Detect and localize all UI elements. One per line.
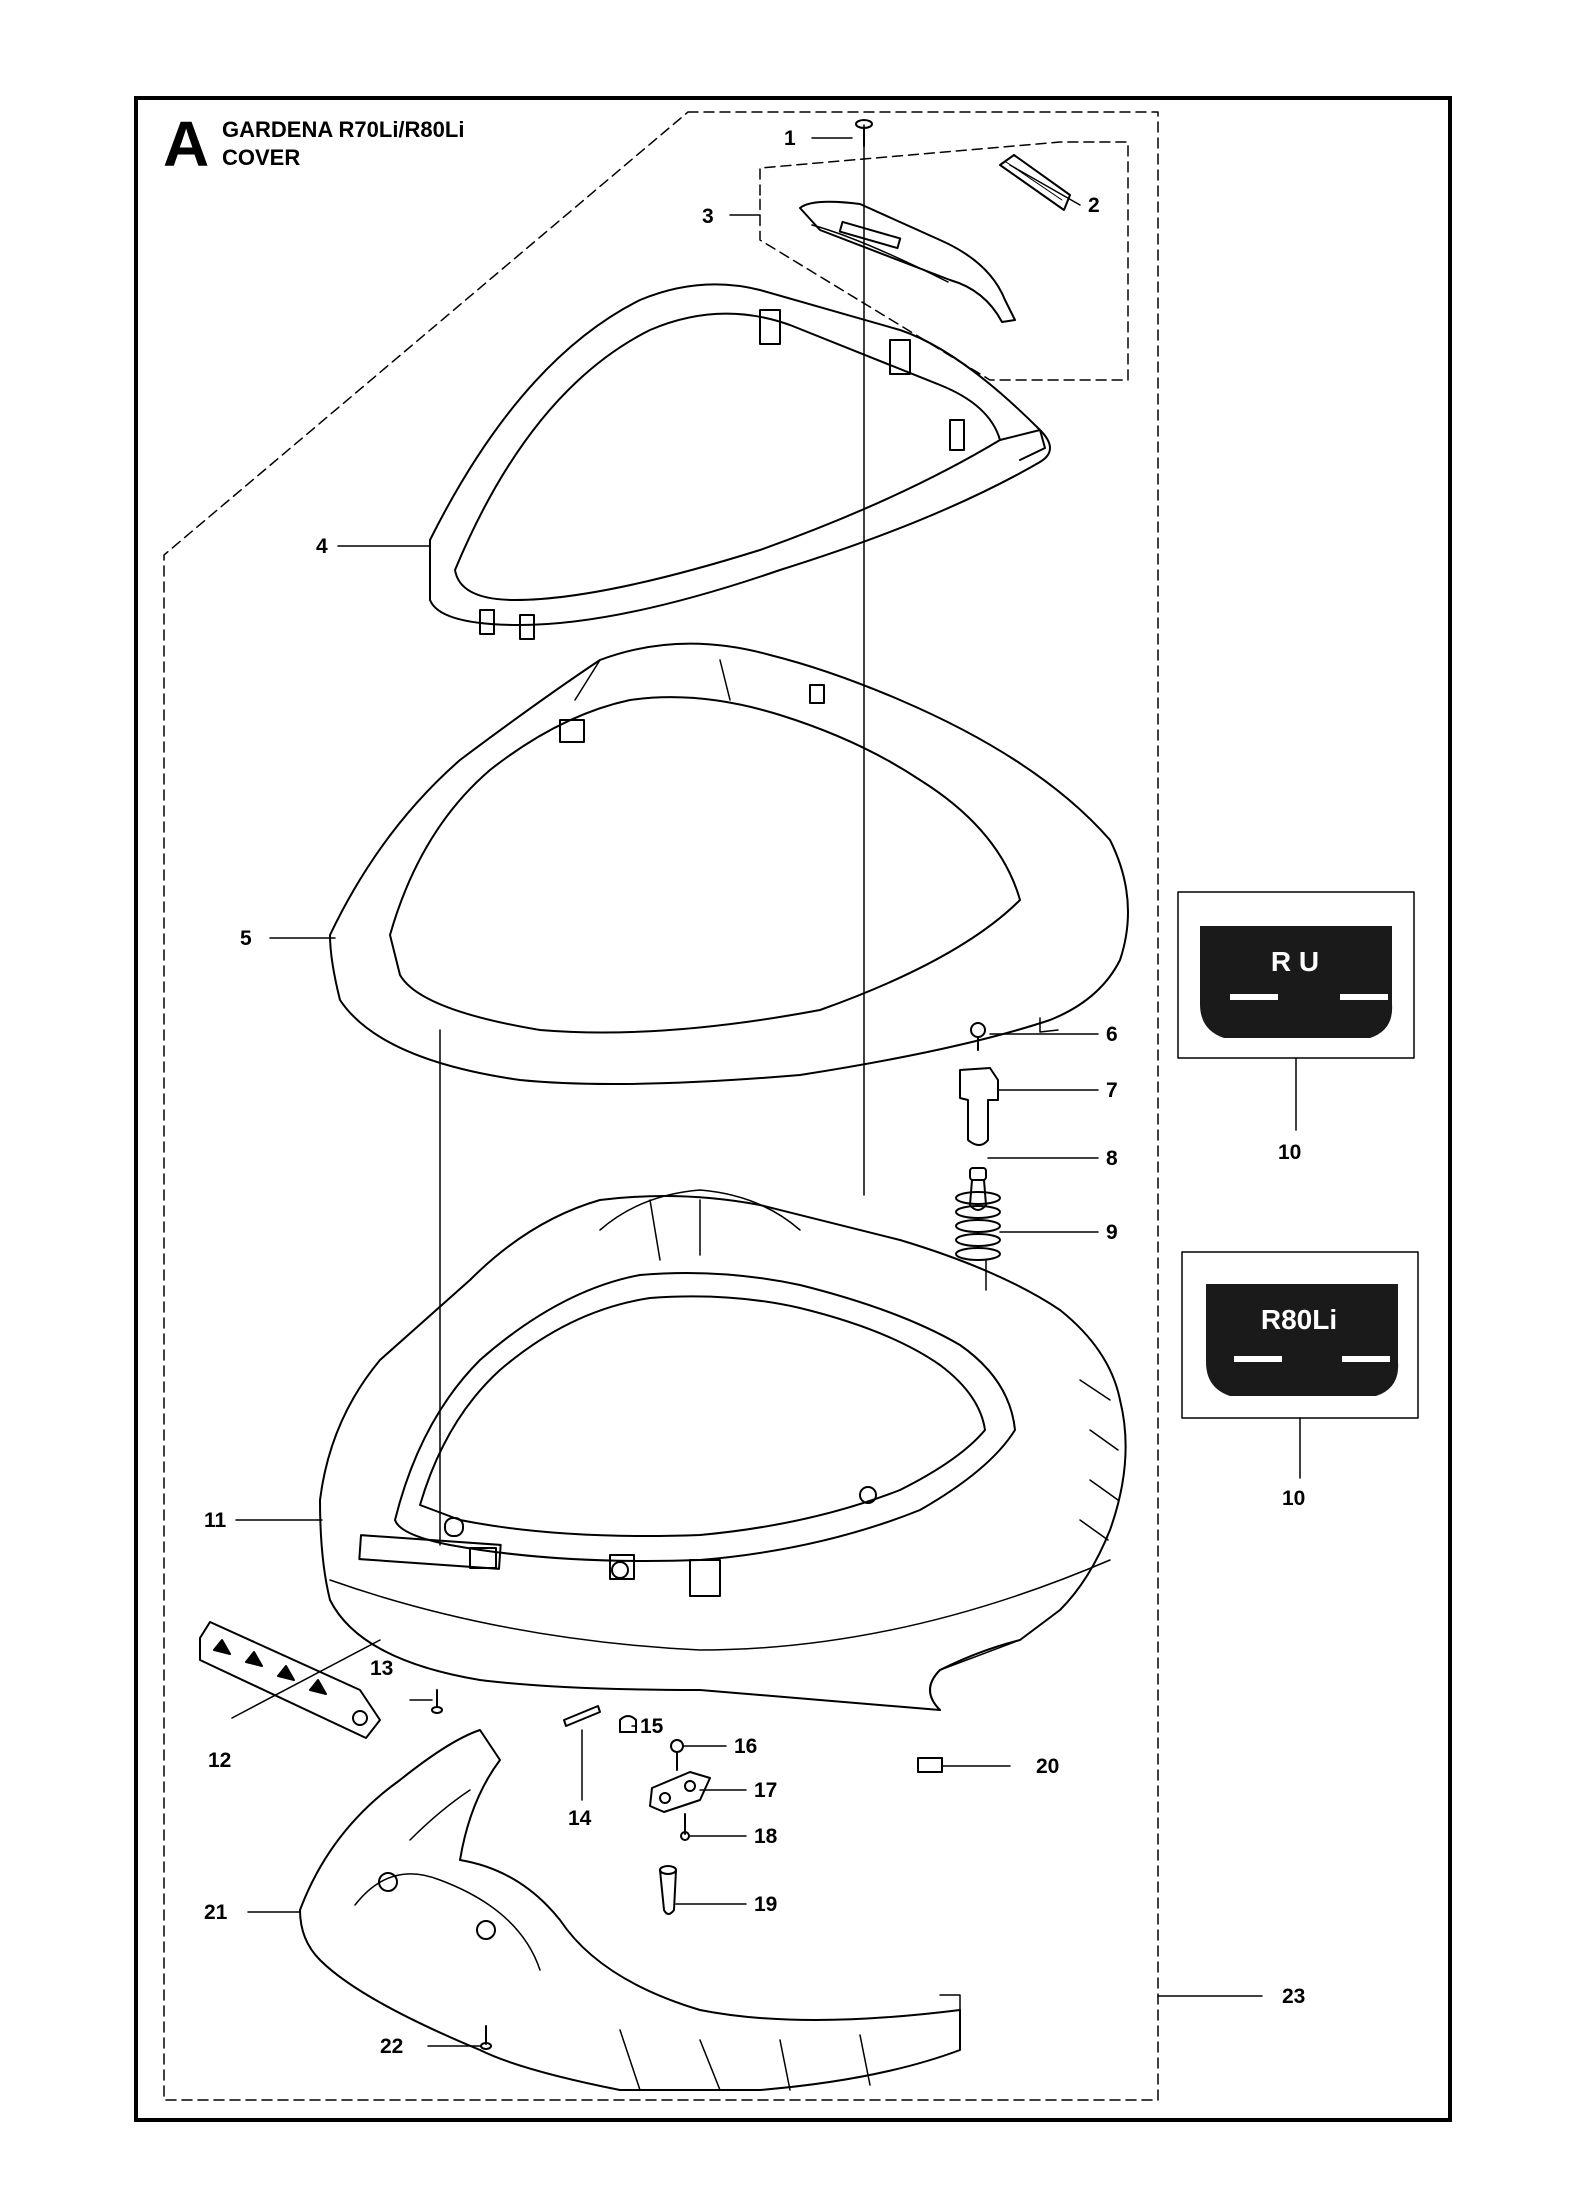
callout-5: 5	[240, 927, 252, 950]
part-9-spring	[955, 1191, 1001, 1261]
callout-18: 18	[754, 1825, 778, 1848]
callout-21: 21	[204, 1901, 228, 1924]
drawing-frame	[134, 96, 1452, 2122]
part-20-label	[917, 1757, 943, 1773]
part-6-screw	[970, 1022, 986, 1051]
part-19-post	[659, 1865, 677, 1915]
part-5-body-shell	[329, 642, 1129, 1085]
part-7-button-housing	[959, 1067, 999, 1146]
callout-4: 4	[316, 535, 328, 558]
callout-7: 7	[1106, 1079, 1118, 1102]
part-10-decal-r70	[1177, 891, 1415, 1131]
part-11-chassis-cover	[319, 1189, 1127, 1711]
part-12-warning-decal	[199, 1621, 381, 1739]
part-17-bracket	[649, 1771, 711, 1813]
part-13-screw	[431, 1689, 443, 1714]
callout-15: 15	[640, 1715, 664, 1738]
callout-9: 9	[1106, 1221, 1118, 1244]
group-boundary-3	[759, 141, 1129, 381]
callout-6: 6	[1106, 1023, 1118, 1046]
part-1-screw	[855, 119, 873, 147]
callout-20: 20	[1036, 1755, 1060, 1778]
section-letter: A	[163, 108, 210, 180]
callout-19: 19	[754, 1893, 778, 1916]
leader-lines	[231, 137, 1263, 2047]
callout-16: 16	[734, 1735, 758, 1758]
callout-17: 17	[754, 1779, 778, 1802]
part-2-decal-strip	[999, 154, 1071, 211]
diagram-title: GARDENA R70Li/R80Li	[222, 117, 465, 142]
callout-12: 12	[208, 1749, 232, 1772]
callout-2: 2	[1088, 194, 1100, 217]
part-22-screw	[480, 2025, 492, 2050]
callout-10-r80: 10	[1282, 1487, 1306, 1510]
part-8-plunger	[969, 1167, 987, 1211]
part-15-cap	[619, 1715, 637, 1733]
callout-13: 13	[370, 1657, 394, 1680]
part-18-screw	[680, 1813, 690, 1841]
decal-r70-text: R U	[1270, 946, 1320, 977]
assembly-boundary-23	[163, 111, 1159, 2101]
diagram-subtitle: COVER	[222, 145, 301, 170]
part-4-top-frame	[429, 283, 1051, 640]
part-21-lower-bumper	[299, 1729, 961, 2091]
callout-23: 23	[1282, 1985, 1306, 2008]
part-3-grip-cover	[799, 200, 1016, 323]
callout-3: 3	[702, 205, 714, 228]
callout-11: 11	[204, 1509, 227, 1532]
part-16-screw	[670, 1739, 684, 1771]
part-14-plate	[563, 1705, 601, 1801]
callout-14: 14	[568, 1807, 592, 1830]
callout-22: 22	[380, 2035, 404, 2058]
part-10-decal-r80	[1181, 1251, 1419, 1479]
callout-10-r70: 10	[1278, 1141, 1302, 1164]
callout-1: 1	[784, 127, 796, 150]
decal-r80-text: R80Li	[1260, 1304, 1338, 1335]
callout-8: 8	[1106, 1147, 1118, 1170]
